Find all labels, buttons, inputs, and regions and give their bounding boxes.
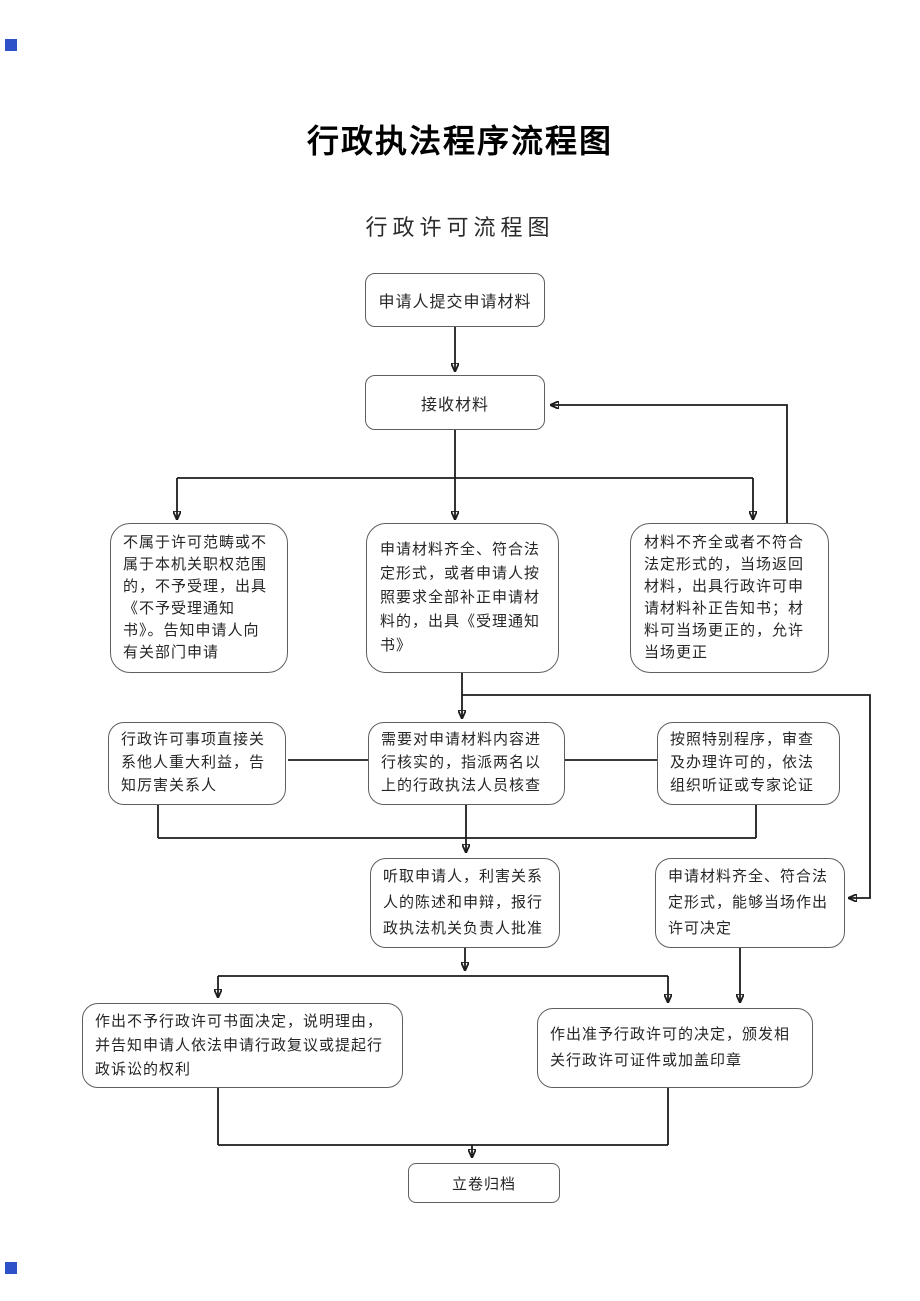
node-special-procedure: 按照特别程序，审查及办理许可的，依法组织听证或专家论证	[657, 722, 840, 805]
node-submit-application: 申请人提交申请材料	[365, 273, 545, 327]
node-onspot-label: 申请材料齐全、符合法定形式，能够当场作出许可决定	[668, 869, 829, 937]
page-subtitle: 行政许可流程图	[365, 215, 555, 240]
node-deny-decision: 作出不予行政许可书面决定，说明理由，并告知申请人依法申请行政复议或提起行政诉讼的…	[82, 1003, 403, 1088]
node-reject-label: 不属于许可范畴或不属于本机关职权范围的，不予受理，出具《不予受理通知书》。告知申…	[123, 535, 268, 661]
node-grant-label: 作出准予行政许可的决定，颁发相关行政许可证件或加盖印章	[550, 1027, 791, 1069]
node-archive-files: 立卷归档	[408, 1163, 560, 1203]
node-notify-interested-parties: 行政许可事项直接关系他人重大利益，告知厉害关系人	[108, 722, 286, 805]
node-onspot-decision: 申请材料齐全、符合法定形式，能够当场作出许可决定	[655, 858, 845, 948]
arrow-supplement-return-to-receive	[551, 405, 788, 523]
node-not-accepted: 不属于许可范畴或不属于本机关职权范围的，不予受理，出具《不予受理通知书》。告知申…	[110, 523, 288, 673]
node-archive-label: 立卷归档	[451, 1176, 516, 1193]
node-receive-materials: 接收材料	[365, 375, 545, 430]
page-corner-marker-top	[5, 39, 17, 51]
node-accept-label: 申请材料齐全、符合法定形式，或者申请人按照要求全部补正申请材料的，出具《受理通知…	[380, 542, 541, 654]
node-receive-label: 接收材料	[420, 396, 489, 414]
node-submit-label: 申请人提交申请材料	[378, 294, 532, 311]
node-supplement-label: 材料不齐全或者不符合法定形式的，当场返回材料，出具行政许可申请材料补正告知书；材…	[644, 535, 805, 661]
node-special-label: 按照特别程序，审查及办理许可的，依法组织听证或专家论证	[670, 732, 815, 794]
node-verify-materials: 需要对申请材料内容进行核实的，指派两名以上的行政执法人员核查	[368, 722, 565, 805]
node-hearing-statements: 听取申请人，利害关系人的陈述和申辩，报行政执法机关负责人批准	[370, 858, 560, 948]
node-notify-label: 行政许可事项直接关系他人重大利益，告知厉害关系人	[121, 732, 266, 794]
arrow-branch-to-onspot	[462, 694, 871, 898]
page-corner-marker-bottom	[5, 1262, 17, 1274]
page-title: 行政执法程序流程图	[306, 123, 613, 159]
node-grant-decision: 作出准予行政许可的决定，颁发相关行政许可证件或加盖印章	[537, 1008, 813, 1088]
node-hearing-label: 听取申请人，利害关系人的陈述和申辩，报行政执法机关负责人批准	[383, 869, 544, 937]
node-deny-label: 作出不予行政许可书面决定，说明理由，并告知申请人依法申请行政复议或提起行政诉讼的…	[95, 1013, 384, 1078]
node-verify-label: 需要对申请材料内容进行核实的，指派两名以上的行政执法人员核查	[381, 732, 542, 794]
node-incomplete-materials: 材料不齐全或者不符合法定形式的，当场返回材料，出具行政许可申请材料补正告知书；材…	[630, 523, 829, 673]
node-accepted-notice: 申请材料齐全、符合法定形式，或者申请人按照要求全部补正申请材料的，出具《受理通知…	[366, 523, 559, 673]
